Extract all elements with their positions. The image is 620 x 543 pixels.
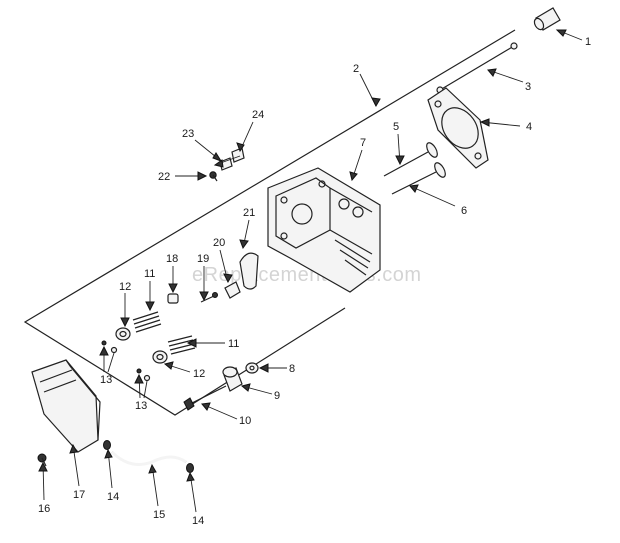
callout-5: 5 xyxy=(393,121,399,133)
callout-17: 17 xyxy=(73,489,85,501)
callout-4: 4 xyxy=(526,121,532,133)
callout-13-upper: 13 xyxy=(100,374,112,386)
callout-12-upper: 12 xyxy=(119,281,131,293)
callout-21: 21 xyxy=(243,207,255,219)
callout-11-upper: 11 xyxy=(144,268,155,280)
part-4-head-gasket xyxy=(427,87,489,169)
callout-11-lower: 11 xyxy=(228,338,239,350)
part-24-clip xyxy=(231,147,245,163)
part-15-breather-hose xyxy=(110,450,187,466)
callout-20: 20 xyxy=(213,237,225,249)
part-17-valve-cover xyxy=(31,359,101,453)
part-11-valve-spring-lower xyxy=(167,335,196,355)
callout-6: 6 xyxy=(461,205,467,217)
part-16-screw xyxy=(37,453,47,467)
leader-lines xyxy=(42,29,583,513)
part-18-nut xyxy=(167,293,179,304)
callout-9: 9 xyxy=(274,390,280,402)
callout-18: 18 xyxy=(166,253,178,265)
callout-19: 19 xyxy=(197,253,209,265)
part-22-screw xyxy=(209,171,218,182)
part-5-valve xyxy=(383,142,438,177)
callout-14-right: 14 xyxy=(192,515,204,527)
part-13-valve-keepers-lower xyxy=(136,368,151,382)
callout-7: 7 xyxy=(360,137,366,149)
part-14-hose-clamp-left xyxy=(103,440,111,450)
part-12-spring-retainer-upper xyxy=(115,327,131,341)
callout-14-left: 14 xyxy=(107,491,119,503)
assembly-bracket xyxy=(23,29,516,416)
callout-2: 2 xyxy=(353,63,359,75)
callout-13-lower: 13 xyxy=(135,400,147,412)
part-12-spring-retainer-lower xyxy=(152,350,168,364)
callout-labels: 1 2 3 4 5 6 7 8 9 10 11 11 12 12 13 13 1… xyxy=(38,36,591,527)
part-9-spacer xyxy=(222,366,243,392)
part-6-valve xyxy=(391,162,446,195)
callout-10: 10 xyxy=(239,415,251,427)
callout-16: 16 xyxy=(38,503,50,515)
part-10-bolt xyxy=(183,385,227,411)
part-14-hose-clamp-right xyxy=(186,463,194,473)
part-21-rocker-arm xyxy=(239,252,259,290)
leader-arrowheads xyxy=(38,29,567,482)
callout-23: 23 xyxy=(182,128,194,140)
callout-22: 22 xyxy=(158,171,170,183)
part-8-washer xyxy=(245,362,259,374)
callout-8: 8 xyxy=(289,363,295,375)
callout-24: 24 xyxy=(252,109,264,121)
part-13-valve-keepers-upper xyxy=(101,340,118,354)
part-1-sleeve xyxy=(533,7,561,31)
callout-3: 3 xyxy=(525,81,531,93)
callout-15: 15 xyxy=(153,509,165,521)
callout-12-lower: 12 xyxy=(193,368,205,380)
part-7-cylinder-head xyxy=(267,167,381,293)
part-11-valve-spring-upper xyxy=(132,311,162,333)
part-19-screw xyxy=(200,292,218,303)
part-20-rocker-stud xyxy=(224,281,241,299)
part-3-push-rod xyxy=(436,42,518,94)
callout-1: 1 xyxy=(585,36,591,48)
